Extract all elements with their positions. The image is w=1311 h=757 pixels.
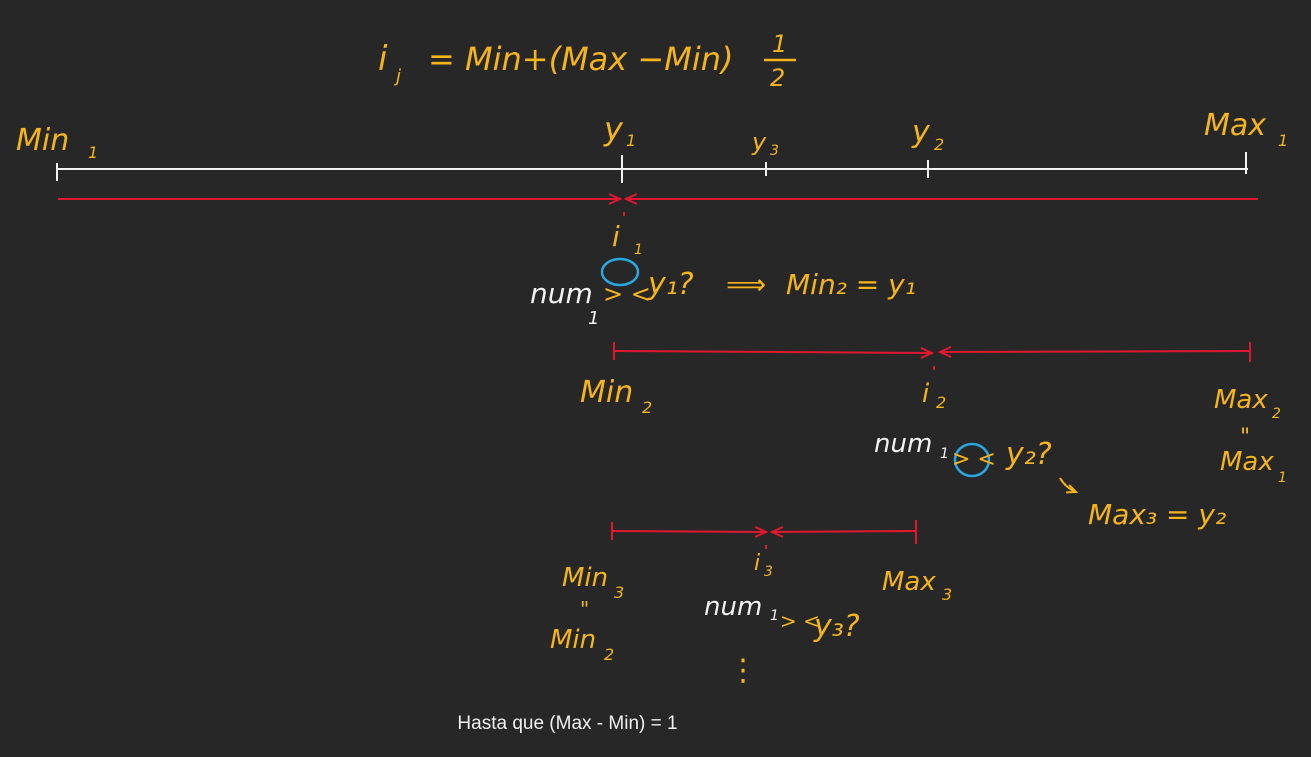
choice-circle-1 [600,257,640,287]
label-y2: y [911,115,931,150]
label-y3: y [751,128,767,156]
label-i2: i [922,379,930,409]
step2-symbols: > < [952,447,996,472]
step1-result: Min₂ = y₁ [786,268,916,301]
arrow-right-3 [772,531,917,532]
label-y3-sub: 3 [770,143,779,159]
formula-fraction-num: 1 [772,30,787,58]
label-min2-sub: 2 [642,398,652,417]
label-min3-eq: " [580,597,589,621]
label-y1-sub: 1 [626,131,636,150]
step1-num-sub: 1 [588,308,599,329]
step-2: num 1 > < y₂? Max₃ = y₂ [874,429,1226,531]
step2-arrow [1059,477,1076,492]
label-max1: Max [1204,108,1266,143]
level-1: Min 1 Max 1 y 1 y 3 y 2 i 1 [16,108,1288,258]
label-max3: Max [882,567,936,597]
step2-result: Max₃ = y₂ [1088,498,1226,531]
level-2: Min 2 i 2 Max 2 " Max 1 [580,342,1287,486]
label-i3: i [754,551,760,576]
step3-rest: y₃? [813,609,860,644]
termination-caption: Hasta que (Max - Min) = 1 [457,713,678,734]
label-i1: i [612,220,620,253]
step3-symbols: > < [780,609,820,633]
step1-symbols: > < [603,280,651,308]
label-i1-sub: 1 [634,242,643,258]
formula-lhs-sub: j [393,66,401,87]
step1-num: num [530,277,593,310]
step2-num: num [874,429,932,459]
step3-num: num [704,592,762,622]
step2-num-sub: 1 [940,446,949,462]
step2-rest: y₂? [1005,437,1052,472]
label-min3: Min [562,563,608,593]
formula-lhs: i [378,39,388,79]
label-max2-eq: " [1240,425,1250,450]
label-min3-sub: 3 [614,583,624,602]
step-1: num 1 > < y₁? ⟹ Min₂ = y₁ [530,257,916,329]
label-max1-eq: Max [1220,447,1274,477]
label-min1-sub: 1 [88,143,98,162]
continuation-ellipsis: ⋮ [728,653,758,688]
label-max1-sub: 1 [1278,131,1288,150]
arrow-left-3 [612,531,766,532]
formula-fraction-den: 2 [770,64,785,92]
label-min1: Min [16,123,69,158]
level-3: Min 3 " Min 2 i 3 Max 3 [550,520,952,664]
label-min2-eq: Min [550,625,596,655]
step1-rest: y₁? [647,267,694,302]
formula-rhs: = Min+(Max −Min) [428,40,733,78]
label-max1-eq-sub: 1 [1278,470,1287,486]
label-y2-sub: 2 [934,135,944,154]
choice-circle-2 [953,442,991,478]
label-min2-eq-sub: 2 [604,645,614,664]
arrow-left-2 [614,351,932,353]
label-i2-sub: 2 [936,393,946,412]
step3-num-sub: 1 [770,608,779,624]
step-3: num 1 > < y₃? ⋮ [704,592,860,688]
label-min2: Min [580,375,633,410]
formula: i j = Min+(Max −Min) 1 2 [378,30,796,92]
label-max2-sub: 2 [1272,406,1281,422]
arrow-right-2 [940,351,1251,352]
label-i3-sub: 3 [764,564,773,580]
label-max3-sub: 3 [942,585,952,604]
label-max2: Max [1214,385,1268,415]
label-y1: y [603,110,624,148]
step1-arrow: ⟹ [726,268,766,301]
